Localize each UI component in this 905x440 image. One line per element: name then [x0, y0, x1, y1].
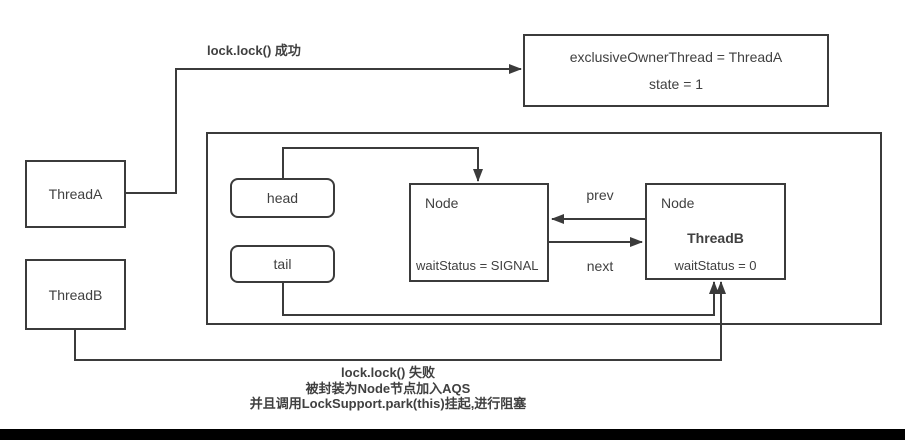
state-box-owner-text: exclusiveOwnerThread = ThreadA: [569, 48, 783, 65]
lock-fail-caption-line3: 并且调用LockSupport.park(this)挂起,进行阻塞: [249, 396, 527, 411]
lock-fail-caption-line1: lock.lock() 失败: [341, 365, 435, 380]
threadb-node-thread: ThreadB: [687, 230, 744, 246]
state-box: exclusiveOwnerThread = ThreadA state = 1: [523, 34, 829, 107]
threadb-node-title: Node: [661, 195, 695, 211]
head-node-waitstatus: waitStatus = SIGNAL: [416, 258, 539, 273]
next-label: next: [586, 258, 614, 274]
head-node-title: Node: [425, 195, 459, 211]
lock-success-label: lock.lock() 成功: [207, 43, 301, 58]
threadb-node-waitstatus: waitStatus = 0: [674, 258, 757, 273]
threadb-box: ThreadB: [25, 259, 126, 330]
head-box: head: [230, 178, 335, 218]
bottom-bar: [0, 429, 905, 440]
state-box-state-text: state = 1: [648, 76, 704, 93]
tail-box: tail: [230, 245, 335, 283]
head-node-box: Node waitStatus = SIGNAL: [409, 183, 549, 282]
prev-label: prev: [586, 187, 614, 203]
lock-fail-caption: lock.lock() 失败 被封装为Node节点加入AQS 并且调用LockS…: [188, 365, 588, 412]
lock-fail-caption-line2: 被封装为Node节点加入AQS: [305, 380, 471, 396]
threada-box: ThreadA: [25, 160, 126, 228]
threadb-node-box: Node ThreadB waitStatus = 0: [645, 183, 786, 280]
